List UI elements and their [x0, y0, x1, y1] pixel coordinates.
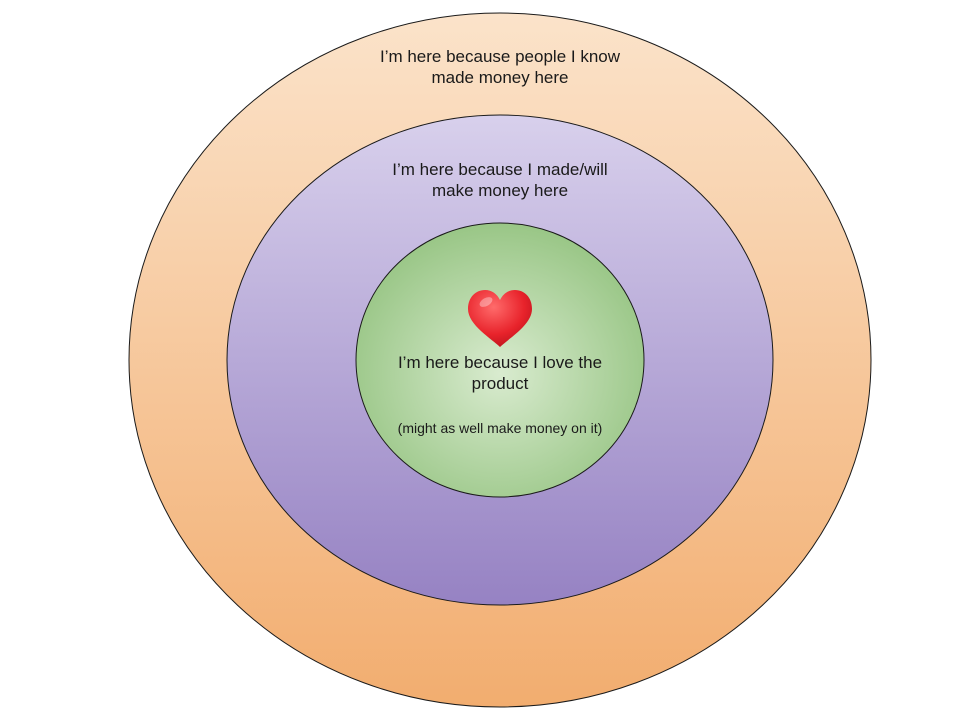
inner-circle-subtext: (might as well make money on it): [397, 420, 603, 436]
outer-ring-label: I’m here because people I know made mone…: [300, 46, 700, 89]
middle-ring-label-line-2: make money here: [431, 181, 569, 201]
outer-ring-label-line-1: I’m here because people I know: [379, 47, 621, 66]
middle-ring-label: I’m here because I made/will make money …: [300, 159, 700, 202]
middle-ring-label-line-1: I’m here because I made/will: [392, 160, 608, 179]
inner-circle-label-line-2: product: [471, 374, 529, 394]
inner-circle-label-line-1: I’m here because I love the: [397, 353, 603, 372]
outer-ring-label-line-2: made money here: [431, 68, 569, 88]
inner-circle-label: I’m here because I love the product: [360, 352, 640, 395]
inner-circle: [355, 222, 645, 498]
heart-icon: [468, 290, 532, 347]
